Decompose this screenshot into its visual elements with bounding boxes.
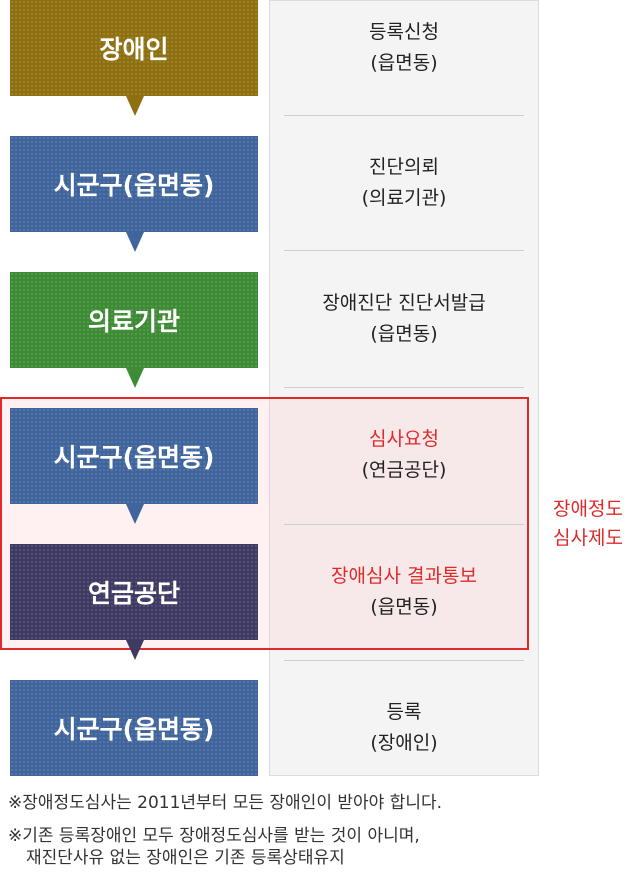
step-label: 의료기관 — [87, 307, 180, 336]
step-box-district-office: 시군구(읍면동) — [10, 136, 258, 232]
desc-divider-1 — [284, 115, 524, 116]
step-label: 시군구(읍면동) — [53, 715, 215, 744]
footnote-1: ※장애정도심사는 2011년부터 모든 장애인이 받아야 합니다. — [8, 792, 633, 814]
arrow-down-icon — [126, 640, 144, 660]
desc-line: (읍면동) — [370, 323, 438, 345]
desc-line: 심사요청 — [369, 428, 439, 450]
desc-line: (읍면동) — [370, 52, 438, 74]
step-label: 연금공단 — [87, 579, 180, 608]
arrow-down-icon — [126, 96, 144, 116]
step-description-5: 장애심사 결과통보 (읍면동) — [284, 561, 524, 623]
desc-divider-2 — [284, 250, 524, 251]
step-box-pension-service: 연금공단 — [10, 544, 258, 640]
desc-line: 등록 — [386, 701, 422, 723]
desc-divider-3 — [284, 387, 524, 388]
footnote-2: ※기존 등록장애인 모두 장애정도심사를 받는 것이 아니며, 재진단사유 없는… — [8, 825, 633, 869]
desc-line: 등록신청 — [369, 21, 439, 43]
desc-divider-4 — [284, 524, 524, 525]
review-label-line: 장애정도 — [553, 498, 623, 520]
description-panel — [269, 0, 539, 776]
step-description-1: 등록신청 (읍면동) — [284, 17, 524, 79]
step-description-3: 장애진단 진단서발급 (읍면동) — [284, 288, 524, 350]
desc-line: 진단의뢰 — [369, 156, 439, 178]
footnotes: ※장애정도심사는 2011년부터 모든 장애인이 받아야 합니다. ※기존 등록… — [8, 792, 633, 880]
step-box-district-office-final: 시군구(읍면동) — [10, 680, 258, 776]
desc-line: (읍면동) — [370, 596, 438, 618]
step-description-4: 심사요청 (연금공단) — [284, 424, 524, 486]
footnote-line: ※장애정도심사는 2011년부터 모든 장애인이 받아야 합니다. — [8, 793, 443, 813]
step-description-2: 진단의뢰 (의료기관) — [284, 152, 524, 214]
footnote-line: 재진단사유 없는 장애인은 기존 등록상태유지 — [26, 848, 345, 868]
desc-line: 장애진단 진단서발급 — [322, 292, 486, 314]
arrow-down-icon — [126, 368, 144, 388]
step-box-disabled-person: 장애인 — [10, 0, 258, 96]
desc-line: (연금공단) — [361, 459, 447, 481]
step-label: 장애인 — [99, 35, 169, 64]
step-box-medical-institution: 의료기관 — [10, 272, 258, 368]
step-label: 시군구(읍면동) — [53, 171, 215, 200]
desc-line: (장애인) — [370, 732, 438, 754]
arrow-down-icon — [126, 504, 144, 524]
arrow-down-icon — [126, 232, 144, 252]
desc-line: (의료기관) — [361, 187, 447, 209]
desc-line: 장애심사 결과통보 — [331, 565, 477, 587]
step-label: 시군구(읍면동) — [53, 443, 215, 472]
step-box-district-office-review: 시군구(읍면동) — [10, 408, 258, 504]
review-label-line: 심사제도 — [553, 527, 623, 549]
review-system-label: 장애정도 심사제도 — [540, 495, 636, 553]
desc-divider-5 — [284, 660, 524, 661]
step-description-6: 등록 (장애인) — [284, 697, 524, 759]
footnote-line: ※기존 등록장애인 모두 장애정도심사를 받는 것이 아니며, — [8, 826, 420, 846]
